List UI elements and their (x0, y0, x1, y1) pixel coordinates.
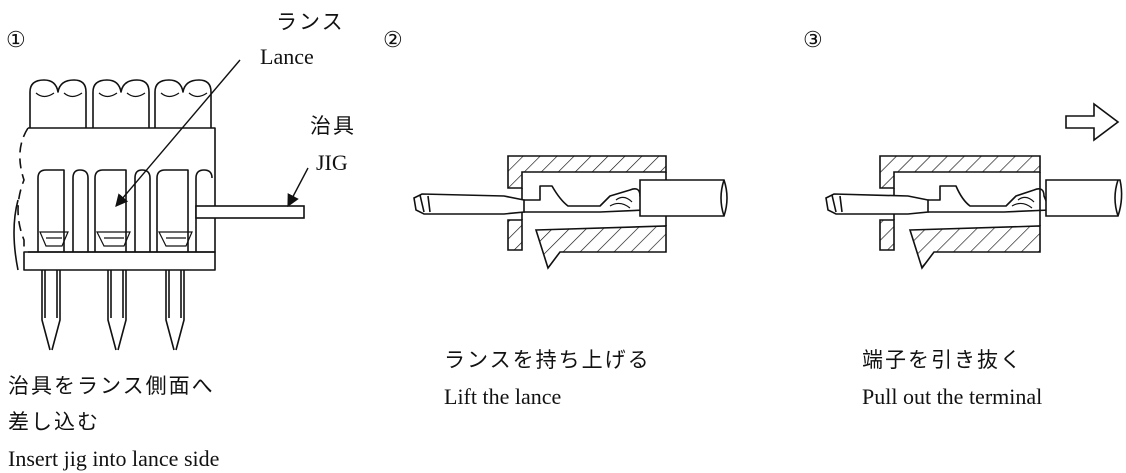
step-2-label-jp: ランスを持ち上げる (444, 348, 651, 372)
lance-callout-jp: ランス (276, 10, 345, 34)
step-2-number: ② (383, 28, 403, 53)
arrow-right-icon (1065, 102, 1120, 142)
lance-callout-en: Lance (260, 44, 314, 69)
jig-callout-en: JIG (316, 150, 348, 175)
step-1-label-jp-line-2: 差し込む (8, 410, 100, 434)
step-1-connector-drawing (13, 59, 309, 351)
step-3-label-jp: 端子を引き抜く (862, 348, 1023, 372)
step-1-number: ① (6, 28, 26, 53)
step-3-number: ③ (803, 28, 823, 53)
step-2-label-en: Lift the lance (444, 384, 562, 409)
step-2-section-drawing (413, 155, 728, 270)
step-1-label-jp-line-1: 治具をランス側面へ (8, 374, 215, 398)
step-3-label-en: Pull out the terminal (862, 384, 1043, 409)
jig-callout-jp: 治具 (310, 114, 356, 138)
step-3-section-drawing (825, 102, 1123, 270)
step-1-label-en: Insert jig into lance side (8, 446, 220, 471)
